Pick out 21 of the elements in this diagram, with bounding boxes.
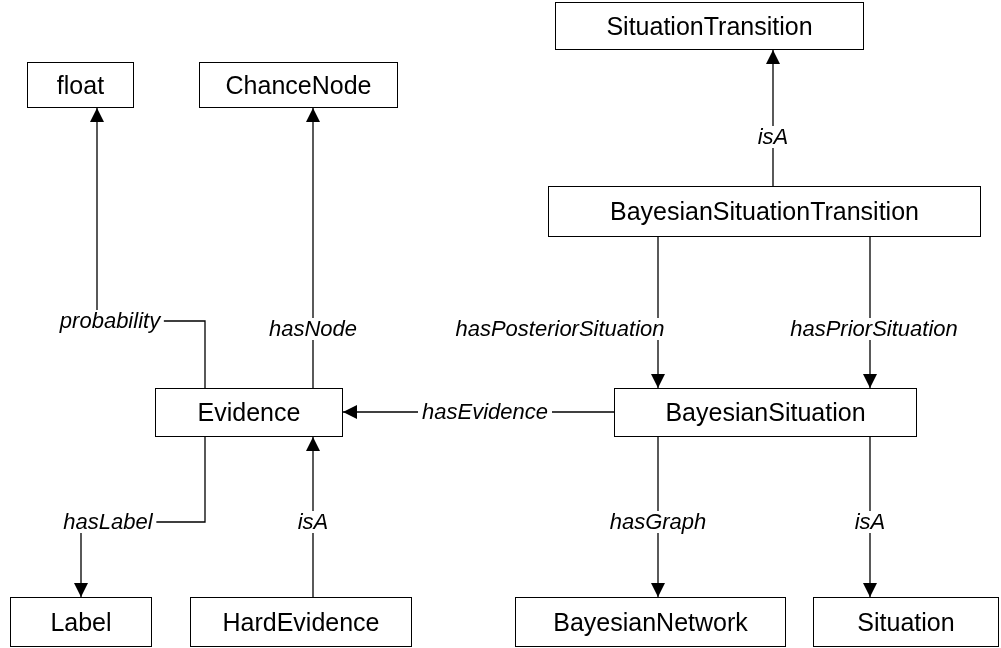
class-box — [515, 597, 786, 647]
class-name: SituationTransition — [606, 13, 813, 39]
class-name: BayesianSituation — [665, 400, 866, 425]
class-box — [155, 388, 343, 437]
class-name: HardEvidence — [222, 609, 380, 635]
class-box — [614, 388, 917, 437]
class-box — [190, 597, 412, 647]
class-name: BayesianNetwork — [553, 609, 748, 635]
class-name: BayesianSituationTransition — [610, 199, 919, 224]
class-box — [555, 2, 864, 50]
class-name: Label — [50, 609, 112, 635]
class-name: Evidence — [197, 400, 301, 425]
class-box — [10, 597, 152, 647]
class-box — [27, 62, 134, 108]
class-box — [813, 597, 999, 647]
class-name: Situation — [857, 609, 955, 635]
class-box — [199, 62, 398, 108]
class-name: float — [56, 72, 105, 98]
class-name: ChanceNode — [225, 72, 372, 98]
class-box — [548, 186, 981, 237]
arrow — [306, 107, 320, 389]
